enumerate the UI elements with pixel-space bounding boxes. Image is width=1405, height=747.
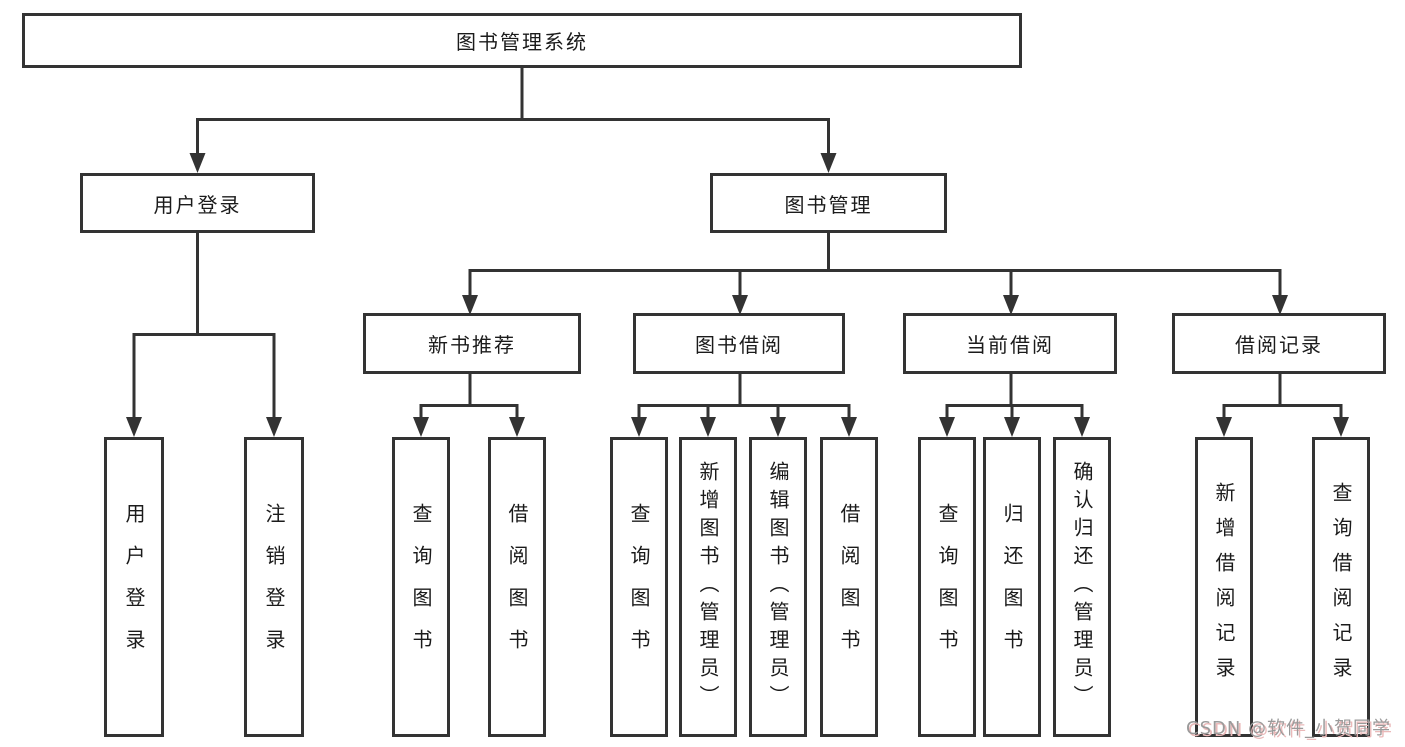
node-borrowing-records: 借阅记录: [1172, 313, 1386, 374]
node-book-borrowing: 图书借阅: [633, 313, 845, 374]
node-new-book-recommendation: 新书推荐: [363, 313, 581, 374]
node-logout-action: 注销登录: [244, 437, 304, 737]
node-book-management: 图书管理: [710, 173, 947, 233]
node-current-borrowing: 当前借阅: [903, 313, 1117, 374]
node-confirm-return-admin: 确认归还（管理员）: [1053, 437, 1111, 737]
csdn-watermark: CSDN @软件_小贺同学: [1186, 718, 1392, 739]
node-add-books-admin: 新增图书（管理员）: [679, 437, 737, 737]
node-borrow-books-recommend: 借阅图书: [488, 437, 546, 737]
node-borrow-books-action: 借阅图书: [820, 437, 878, 737]
node-query-books-current: 查询图书: [918, 437, 976, 737]
node-user-login: 用户登录: [80, 173, 315, 233]
node-add-borrow-record: 新增借阅记录: [1195, 437, 1253, 737]
node-user-login-action: 用户登录: [104, 437, 164, 737]
node-return-books: 归还图书: [983, 437, 1041, 737]
node-query-books-recommend: 查询图书: [392, 437, 450, 737]
node-edit-books-admin: 编辑图书（管理员）: [749, 437, 807, 737]
node-query-borrow-record: 查询借阅记录: [1312, 437, 1370, 737]
node-query-books-borrow: 查询图书: [610, 437, 668, 737]
node-library-system-root: 图书管理系统: [22, 13, 1022, 68]
